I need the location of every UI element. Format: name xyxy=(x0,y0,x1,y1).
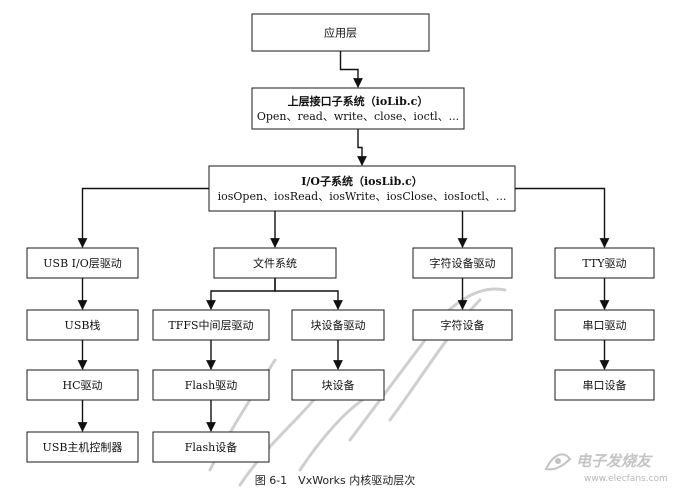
edge-iolib-to-ios xyxy=(357,129,367,166)
edge-ios-to-usb-io xyxy=(77,187,209,248)
node-label: 串口驱动 xyxy=(583,319,627,332)
node-box xyxy=(554,309,655,341)
node-box xyxy=(152,431,270,463)
node-usb-stack: USB栈 xyxy=(26,309,139,341)
node-usb-host: USB主机控制器 xyxy=(26,431,139,463)
node-box xyxy=(412,247,513,279)
node-label: Flash驱动 xyxy=(185,379,237,392)
node-box xyxy=(26,369,139,401)
node-label: Open、read、write、close、ioctl、... xyxy=(257,110,459,123)
node-box xyxy=(251,87,465,130)
node-box xyxy=(291,369,385,401)
node-label: Flash设备 xyxy=(185,440,237,454)
node-label: 文件系统 xyxy=(253,256,297,270)
node-label: USB主机控制器 xyxy=(43,440,123,454)
node-box xyxy=(26,431,139,463)
node-label: USB栈 xyxy=(65,318,101,332)
elecfans-logo: 电子发烧友 www.elecfans.com xyxy=(544,452,668,484)
node-box xyxy=(554,247,655,279)
node-tffs: TFFS中间层驱动 xyxy=(152,309,270,341)
node-char-drv: 字符设备驱动 xyxy=(412,247,513,279)
node-box xyxy=(26,309,139,341)
logo-mark-icon xyxy=(544,453,572,471)
edge-ios-to-tty-drv xyxy=(515,187,610,248)
edge-app-layer-to-iolib xyxy=(339,51,363,88)
node-usb-io: USB I/O层驱动 xyxy=(26,247,139,279)
node-serial-drv: 串口驱动 xyxy=(554,309,655,341)
node-label: iosOpen、iosRead、iosWrite、iosClose、iosIoc… xyxy=(218,190,507,203)
node-box xyxy=(152,369,270,401)
node-label: USB I/O层驱动 xyxy=(43,257,121,270)
node-label: 块设备驱动 xyxy=(311,318,366,332)
node-flash-dev: Flash设备 xyxy=(152,431,270,463)
node-ios: I/O子系统（iosLib.c） iosOpen、iosRead、iosWrite… xyxy=(208,165,516,212)
logo-url-text: www.elecfans.com xyxy=(584,474,668,484)
node-box xyxy=(412,309,513,341)
node-box xyxy=(213,247,337,279)
node-flash-drv: Flash驱动 xyxy=(152,369,270,401)
edge-filesystem-to-tffs xyxy=(206,278,276,310)
node-label: TTY驱动 xyxy=(582,257,626,270)
figure-caption: 图 6-1 VxWorks 内核驱动层次 xyxy=(255,473,416,487)
node-label: 字符设备驱动 xyxy=(430,256,496,270)
node-char-dev: 字符设备 xyxy=(412,309,513,341)
node-hc-drv: HC驱动 xyxy=(26,369,139,401)
node-app-layer: 应用层 xyxy=(251,13,430,52)
node-label: 块设备 xyxy=(322,378,355,392)
node-box xyxy=(152,309,270,341)
node-label: 应用层 xyxy=(324,26,357,40)
node-box xyxy=(554,369,655,401)
node-label: 字符设备 xyxy=(441,318,485,332)
node-label: 串口设备 xyxy=(583,378,627,392)
edge-filesystem-to-block-drv xyxy=(274,278,343,310)
node-box xyxy=(251,13,430,52)
node-tty-drv: TTY驱动 xyxy=(554,247,655,279)
logo-chinese-text: 电子发烧友 xyxy=(576,452,653,470)
node-block-dev: 块设备 xyxy=(291,369,385,401)
node-filesystem: 文件系统 xyxy=(213,247,337,279)
node-iolib: 上层接口子系统（ioLib.c） Open、read、write、close、io… xyxy=(251,87,465,130)
node-box xyxy=(291,309,385,341)
node-box xyxy=(26,247,139,279)
node-label: I/O子系统（iosLib.c） xyxy=(301,174,423,188)
node-serial-dev: 串口设备 xyxy=(554,369,655,401)
node-label: 上层接口子系统（ioLib.c） xyxy=(288,94,429,108)
node-box xyxy=(208,165,516,212)
node-block-drv: 块设备驱动 xyxy=(291,309,385,341)
node-label: TFFS中间层驱动 xyxy=(168,319,253,332)
node-label: HC驱动 xyxy=(62,379,102,392)
